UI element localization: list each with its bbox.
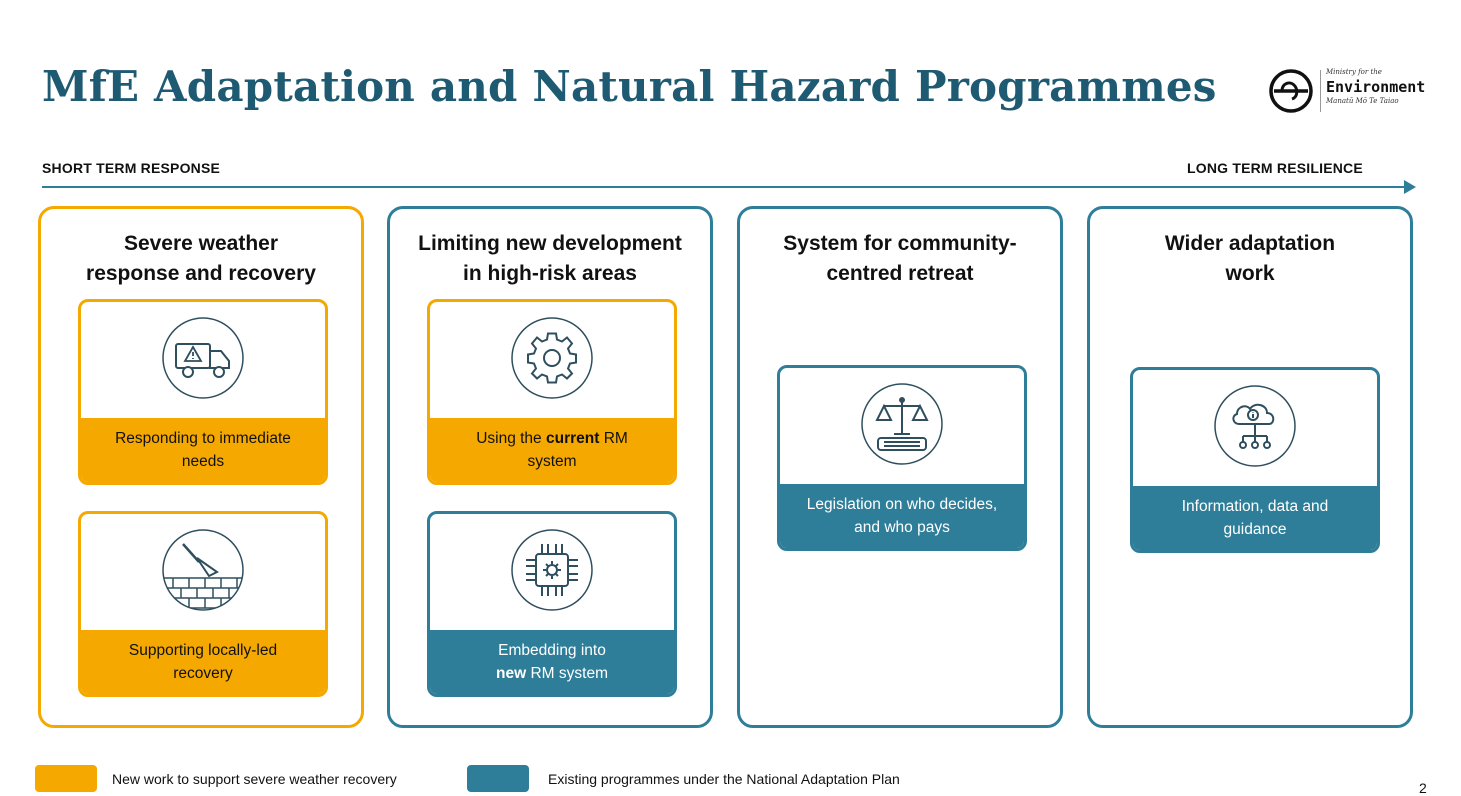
gear-icon: [511, 317, 593, 399]
logo-small-bottom: Manatū Mō Te Taiao: [1326, 97, 1399, 105]
column-heading: System for community- centred retreat: [740, 229, 1060, 289]
column-heading: Severe weather response and recovery: [41, 229, 361, 289]
cloud-info-network-icon: [1214, 385, 1296, 467]
card-responding-immediate-needs: Responding to immediate needs: [78, 299, 328, 485]
card-information-data-guidance: Information, data and guidance: [1130, 367, 1380, 553]
legend-swatch-existing-programmes: [467, 765, 529, 792]
card-label-emphasis: current: [545, 430, 600, 447]
card-label: Embedding into new RM system: [430, 630, 674, 694]
chip-gear-icon: [511, 529, 593, 611]
card-label: Legislation on who decides, and who pays: [780, 484, 1024, 548]
card-label-line: Responding to immediate: [115, 430, 291, 447]
ministry-logo-icon: [1269, 69, 1313, 113]
card-label: Responding to immediate needs: [81, 418, 325, 482]
card-label: Information, data and guidance: [1133, 486, 1377, 550]
card-label-line: needs: [181, 453, 225, 470]
column-heading-line: work: [1225, 262, 1275, 285]
page-number: 2: [1419, 780, 1427, 796]
logo-divider: [1320, 70, 1321, 112]
column-heading: Limiting new development in high-risk ar…: [390, 229, 710, 289]
card-label-line: Embedding into: [498, 642, 606, 659]
page-title: MfE Adaptation and Natural Hazard Progra…: [42, 62, 1217, 111]
card-current-rm-system: Using the current RM system: [427, 299, 677, 485]
column-wider-adaptation-work: Wider adaptation work Information, data …: [1087, 206, 1413, 728]
card-label: Using the current RM system: [430, 418, 674, 482]
card-label: Supporting locally-led recovery: [81, 630, 325, 694]
card-label-emphasis: new: [496, 665, 527, 682]
card-label-line: Legislation on who decides,: [806, 496, 998, 513]
logo-small-top: Ministry for the: [1326, 68, 1382, 76]
column-heading-line: centred retreat: [826, 262, 974, 285]
card-new-rm-system: Embedding into new RM system: [427, 511, 677, 697]
column-heading-line: response and recovery: [86, 262, 316, 285]
scales-book-icon: [861, 383, 943, 465]
column-heading: Wider adaptation work: [1090, 229, 1410, 289]
timeline-arrow-head-icon: [1404, 180, 1416, 194]
card-label-line: RM system: [526, 665, 608, 682]
card-label-line: RM: [599, 430, 628, 447]
card-label-line: Information, data and: [1181, 498, 1329, 515]
card-legislation: Legislation on who decides, and who pays: [777, 365, 1027, 551]
card-label-line: Using the: [476, 430, 546, 447]
timeline-right-label: LONG TERM RESILIENCE: [1187, 160, 1363, 176]
legend-swatch-new-work: [35, 765, 97, 792]
legend-label-existing-programmes: Existing programmes under the National A…: [548, 771, 900, 787]
column-heading-line: in high-risk areas: [463, 262, 637, 285]
card-label-line: and who pays: [854, 519, 950, 536]
trowel-brick-icon: [162, 529, 244, 611]
column-heading-line: System for community-: [783, 232, 1017, 255]
ministry-logo: Ministry for the Environment Manatū Mō T…: [1268, 68, 1448, 116]
logo-text: Ministry for the Environment Manatū Mō T…: [1326, 68, 1425, 106]
column-community-centred-retreat: System for community- centred retreat Le…: [737, 206, 1063, 728]
column-heading-line: Limiting new development: [418, 232, 682, 255]
column-heading-line: Severe weather: [123, 232, 279, 255]
truck-warning-icon: [162, 317, 244, 399]
card-label-line: Supporting locally-led: [128, 642, 278, 659]
column-heading-line: Wider adaptation: [1164, 232, 1336, 255]
card-label-line: system: [527, 453, 577, 470]
logo-main-text: Environment: [1326, 78, 1426, 96]
column-limiting-new-development: Limiting new development in high-risk ar…: [387, 206, 713, 728]
card-label-line: recovery: [173, 665, 233, 682]
timeline-left-label: SHORT TERM RESPONSE: [42, 160, 221, 176]
card-label-line: guidance: [1223, 521, 1287, 538]
timeline-arrow-line: [42, 186, 1412, 188]
legend-label-new-work: New work to support severe weather recov…: [112, 771, 397, 787]
column-severe-weather: Severe weather response and recovery Res…: [38, 206, 364, 728]
card-supporting-locally-led-recovery: Supporting locally-led recovery: [78, 511, 328, 697]
